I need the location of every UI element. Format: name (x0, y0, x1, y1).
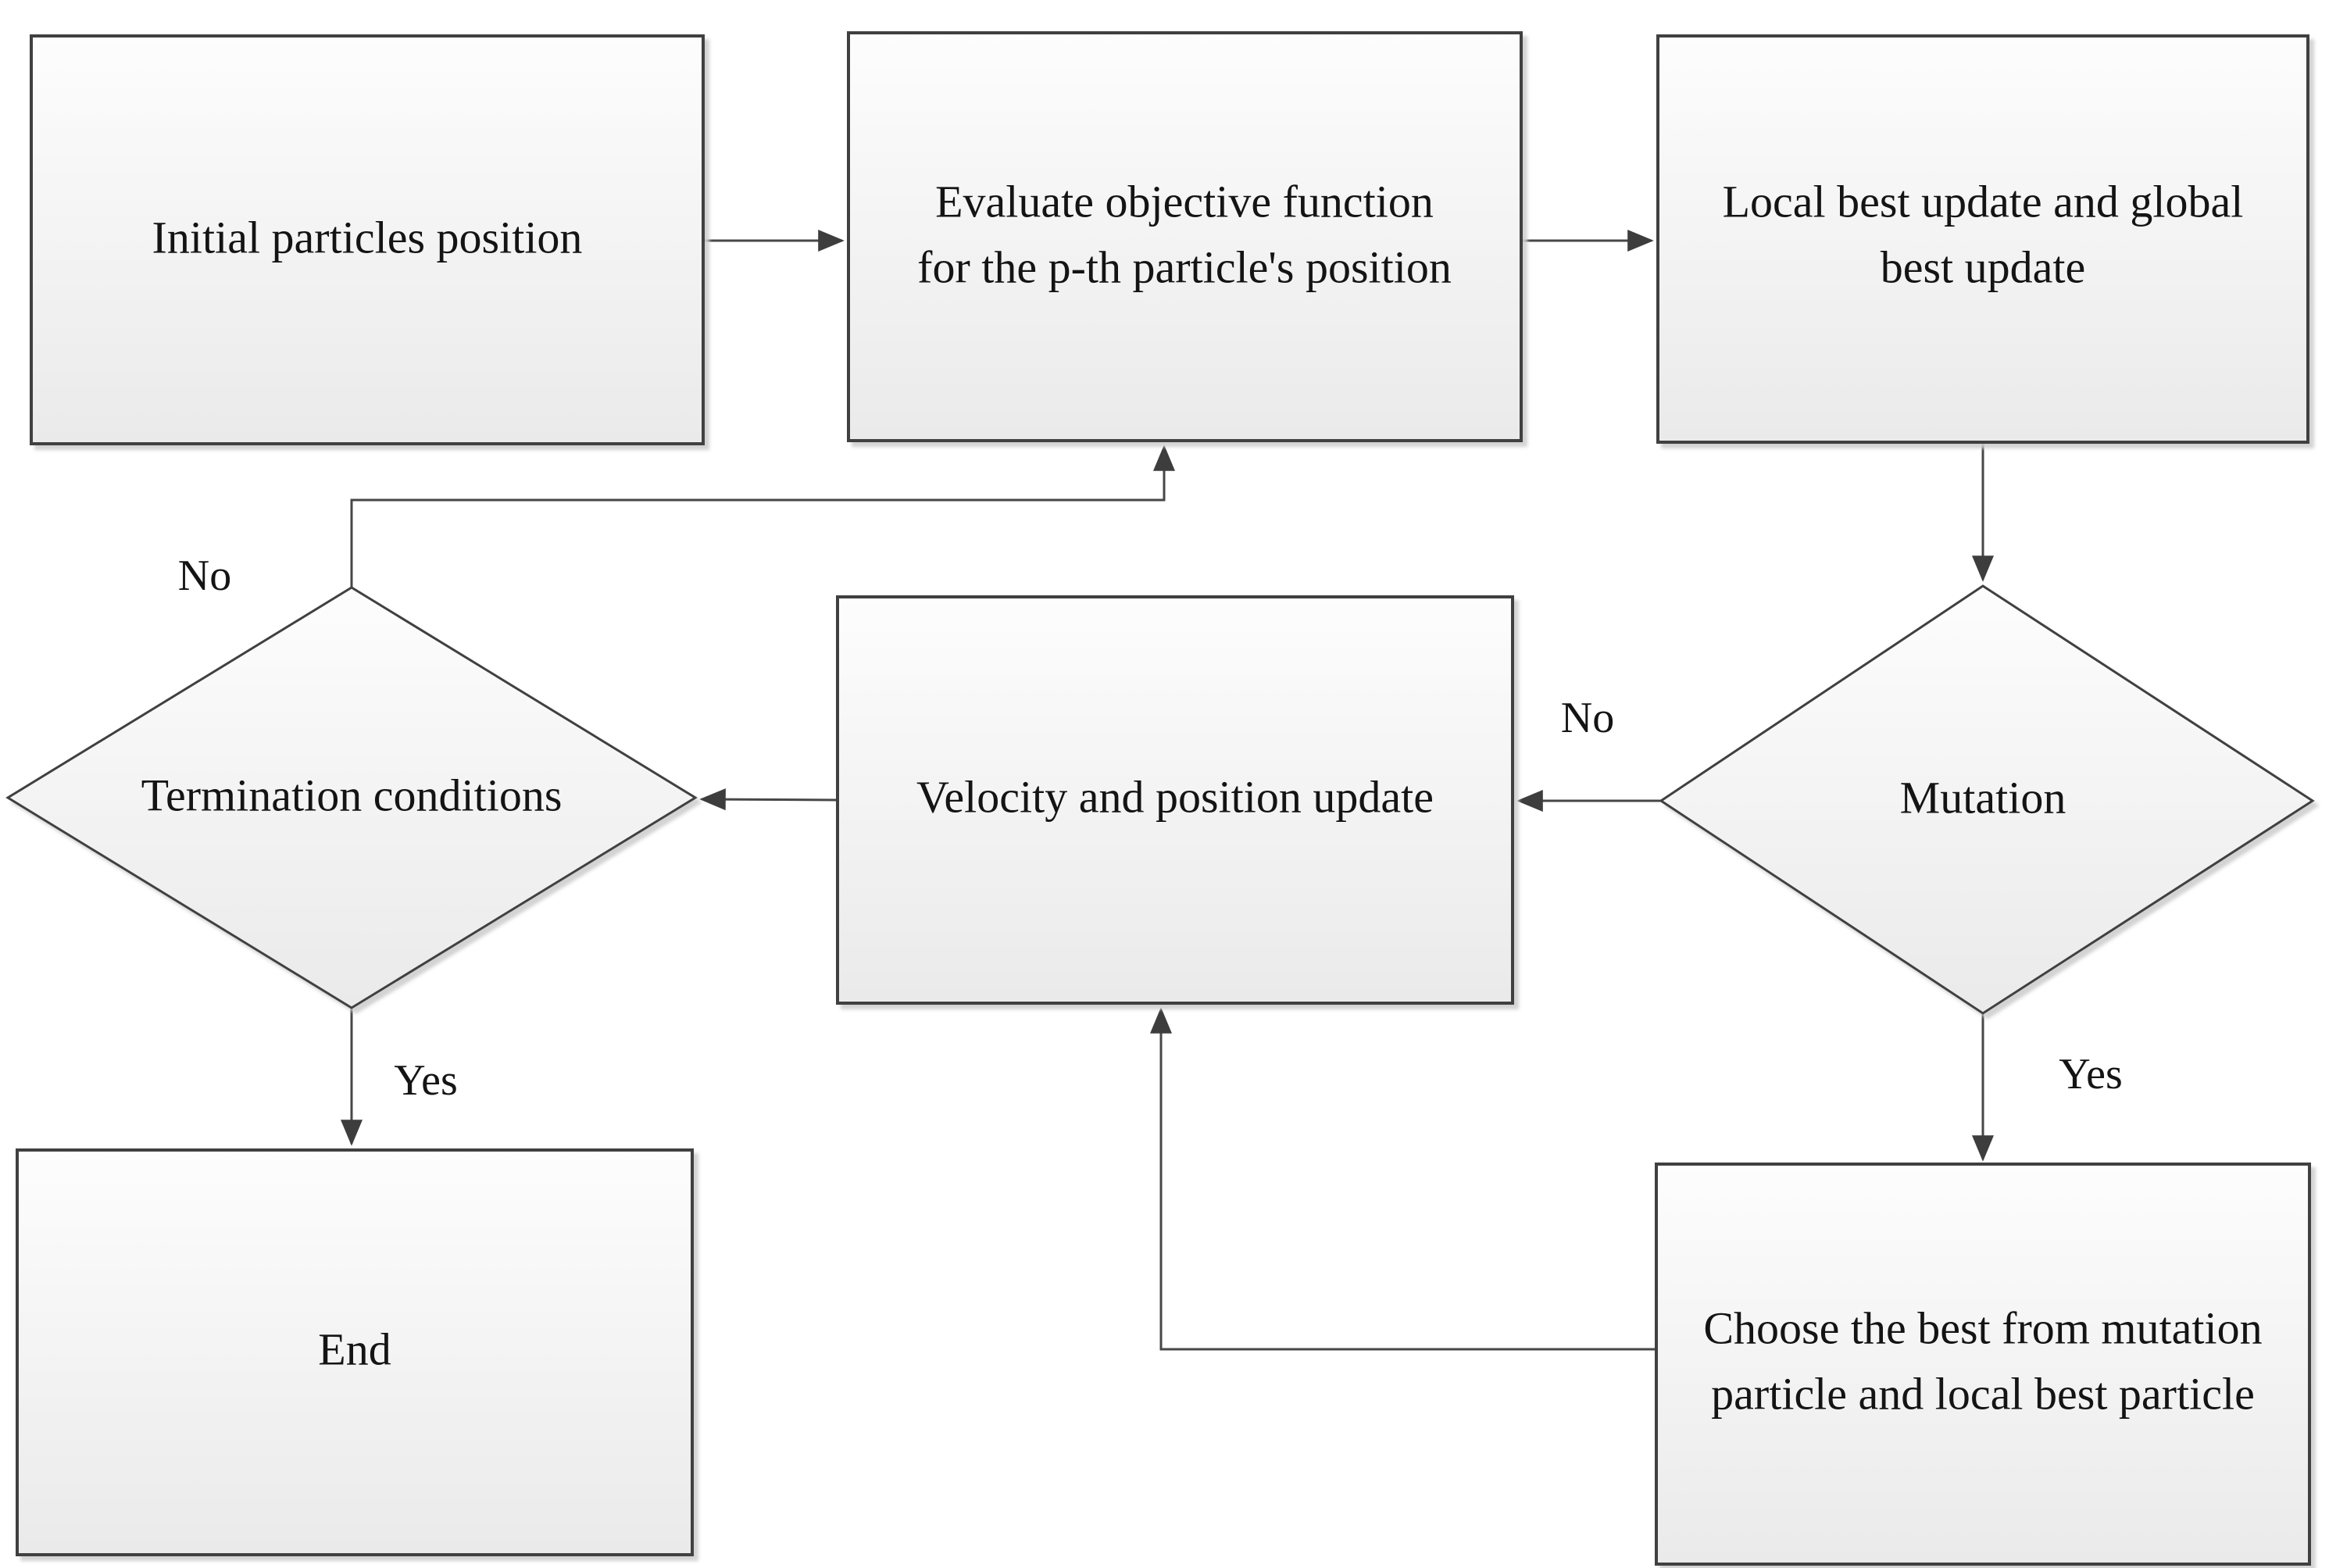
node-termination-diamond (5, 586, 698, 1009)
node-velocity-box (836, 595, 1514, 1005)
edges (341, 230, 1994, 1351)
node-end-label: End (318, 1323, 391, 1374)
node-termination-label: Termination conditions (141, 770, 563, 820)
node-end-box (16, 1148, 694, 1556)
node-mutation: Mutation (1659, 584, 2315, 1015)
node-choose: Choose the best from mutation particle a… (1655, 1163, 2311, 1566)
edge-velocity-to-termination (699, 788, 838, 811)
node-initial-label: Initial particles position (152, 212, 583, 263)
node-choose-label-line1: Choose the best from mutation (1703, 1302, 2262, 1353)
edge-termination-no-to-evaluate (350, 445, 1175, 588)
node-termination: Termination conditions (5, 586, 698, 1009)
edge-label-termination-yes: Yes (394, 1056, 457, 1105)
node-evaluate-label-line2: for the p-th particle's position (917, 241, 1452, 292)
edge-labels: No Yes No Yes (178, 552, 2123, 1105)
edge-choose-to-velocity (1150, 1007, 1656, 1351)
edge-label-termination-no: No (178, 552, 231, 600)
node-evaluate-label-line1: Evaluate objective function (935, 176, 1434, 227)
node-local-best-label-line2: best update (1881, 241, 2086, 292)
edge-label-mutation-yes: Yes (2059, 1050, 2122, 1098)
nodes: Initial particles position Evaluate obje… (5, 31, 2315, 1566)
node-end: End (16, 1148, 694, 1556)
node-local-best: Local best update and global best update (1656, 34, 2309, 444)
node-evaluate: Evaluate objective function for the p-th… (847, 31, 1523, 442)
node-mutation-label: Mutation (1900, 772, 2066, 823)
node-local-best-box (1656, 34, 2309, 444)
edge-label-mutation-no: No (1561, 694, 1614, 742)
node-velocity: Velocity and position update (836, 595, 1514, 1005)
node-choose-box (1655, 1163, 2311, 1566)
node-initial: Initial particles position (30, 34, 705, 445)
node-local-best-label-line1: Local best update and global (1723, 176, 2244, 227)
node-choose-label-line2: particle and local best particle (1711, 1368, 2255, 1419)
node-initial-box (30, 34, 705, 445)
node-velocity-label: Velocity and position update (916, 771, 1434, 822)
node-evaluate-box (847, 31, 1523, 442)
node-mutation-diamond (1659, 584, 2315, 1015)
